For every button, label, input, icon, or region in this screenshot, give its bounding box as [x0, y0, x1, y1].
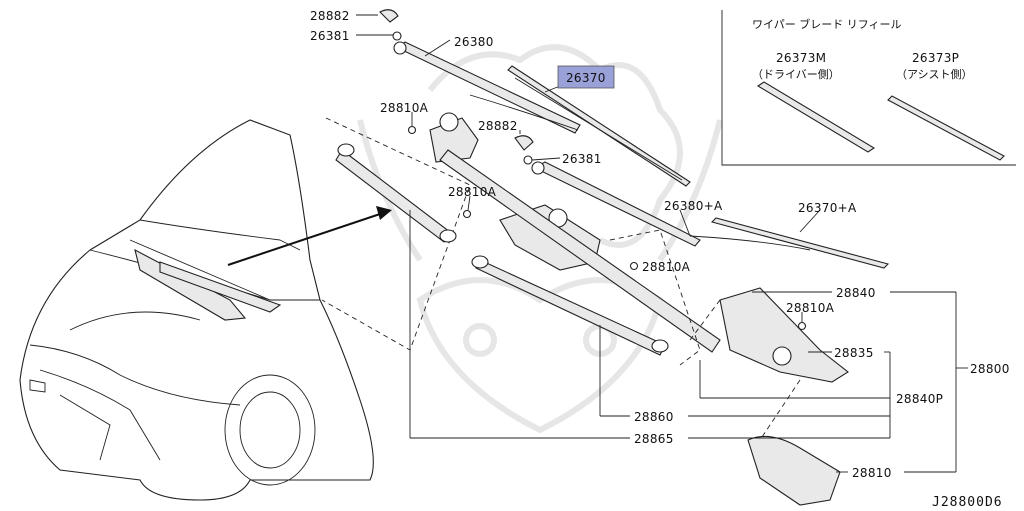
inset-right-part: 26373P [912, 51, 959, 65]
callout-28810[interactable]: 28810 [852, 466, 892, 480]
callout-28810a-3[interactable]: 28810A [642, 260, 691, 274]
bolt-and-grommet-hardware [379, 9, 807, 331]
selected-part-highlight[interactable] [557, 65, 615, 89]
inset-left-part: 26373M [776, 51, 826, 65]
inset-right-sub: （アシスト側） [896, 68, 973, 81]
refill-inset-box: ワイパー ブレード リフィール 26373M （ドライバー側） 26373P （… [721, 10, 1016, 166]
callout-26381-top[interactable]: 26381 [310, 29, 350, 43]
passenger-wiper-arm [531, 161, 811, 251]
callout-26380a[interactable]: 26380+A [664, 199, 723, 213]
motor-dashed-outline [689, 299, 801, 441]
pointer-arrow [227, 206, 392, 266]
callout-28810a-1[interactable]: 28810A [380, 101, 429, 115]
callout-28800[interactable]: 28800 [970, 362, 1010, 376]
inset-title: ワイパー ブレード リフィール [752, 17, 902, 31]
callout-leaders [356, 14, 968, 473]
callout-28865[interactable]: 28865 [634, 432, 674, 446]
callout-28810a-4[interactable]: 28810A [786, 301, 835, 315]
callout-26380[interactable]: 26380 [454, 35, 494, 49]
callout-26370[interactable]: 26370 [566, 71, 606, 85]
callout-28882-mid[interactable]: 28882 [478, 119, 518, 133]
callout-28840p[interactable]: 28840P [896, 392, 943, 406]
passenger-wiper-blade [710, 217, 890, 269]
callout-labels: 28882 26381 26380 26370 28810A 28882 263… [310, 9, 1010, 480]
callout-28860[interactable]: 28860 [634, 410, 674, 424]
vehicle-front-illustration [19, 119, 374, 501]
refill-right [887, 95, 1005, 161]
callout-28835[interactable]: 28835 [834, 346, 874, 360]
assembly-panel-outline [321, 117, 471, 351]
linkage-dashed-outline [609, 229, 701, 366]
wiper-linkage [335, 112, 849, 506]
callout-28840[interactable]: 28840 [836, 286, 876, 300]
callout-26370a[interactable]: 26370+A [798, 201, 857, 215]
driver-wiper-blade [507, 65, 691, 187]
drawing-code: J28800D6 [932, 495, 1003, 510]
refill-left [756, 81, 876, 153]
callout-28882-top[interactable]: 28882 [310, 9, 350, 23]
callout-26381-mid[interactable]: 26381 [562, 152, 602, 166]
driver-wiper-arm [393, 41, 581, 134]
callout-28810a-2[interactable]: 28810A [448, 185, 497, 199]
inset-left-sub: （ドライバー側） [752, 68, 840, 81]
